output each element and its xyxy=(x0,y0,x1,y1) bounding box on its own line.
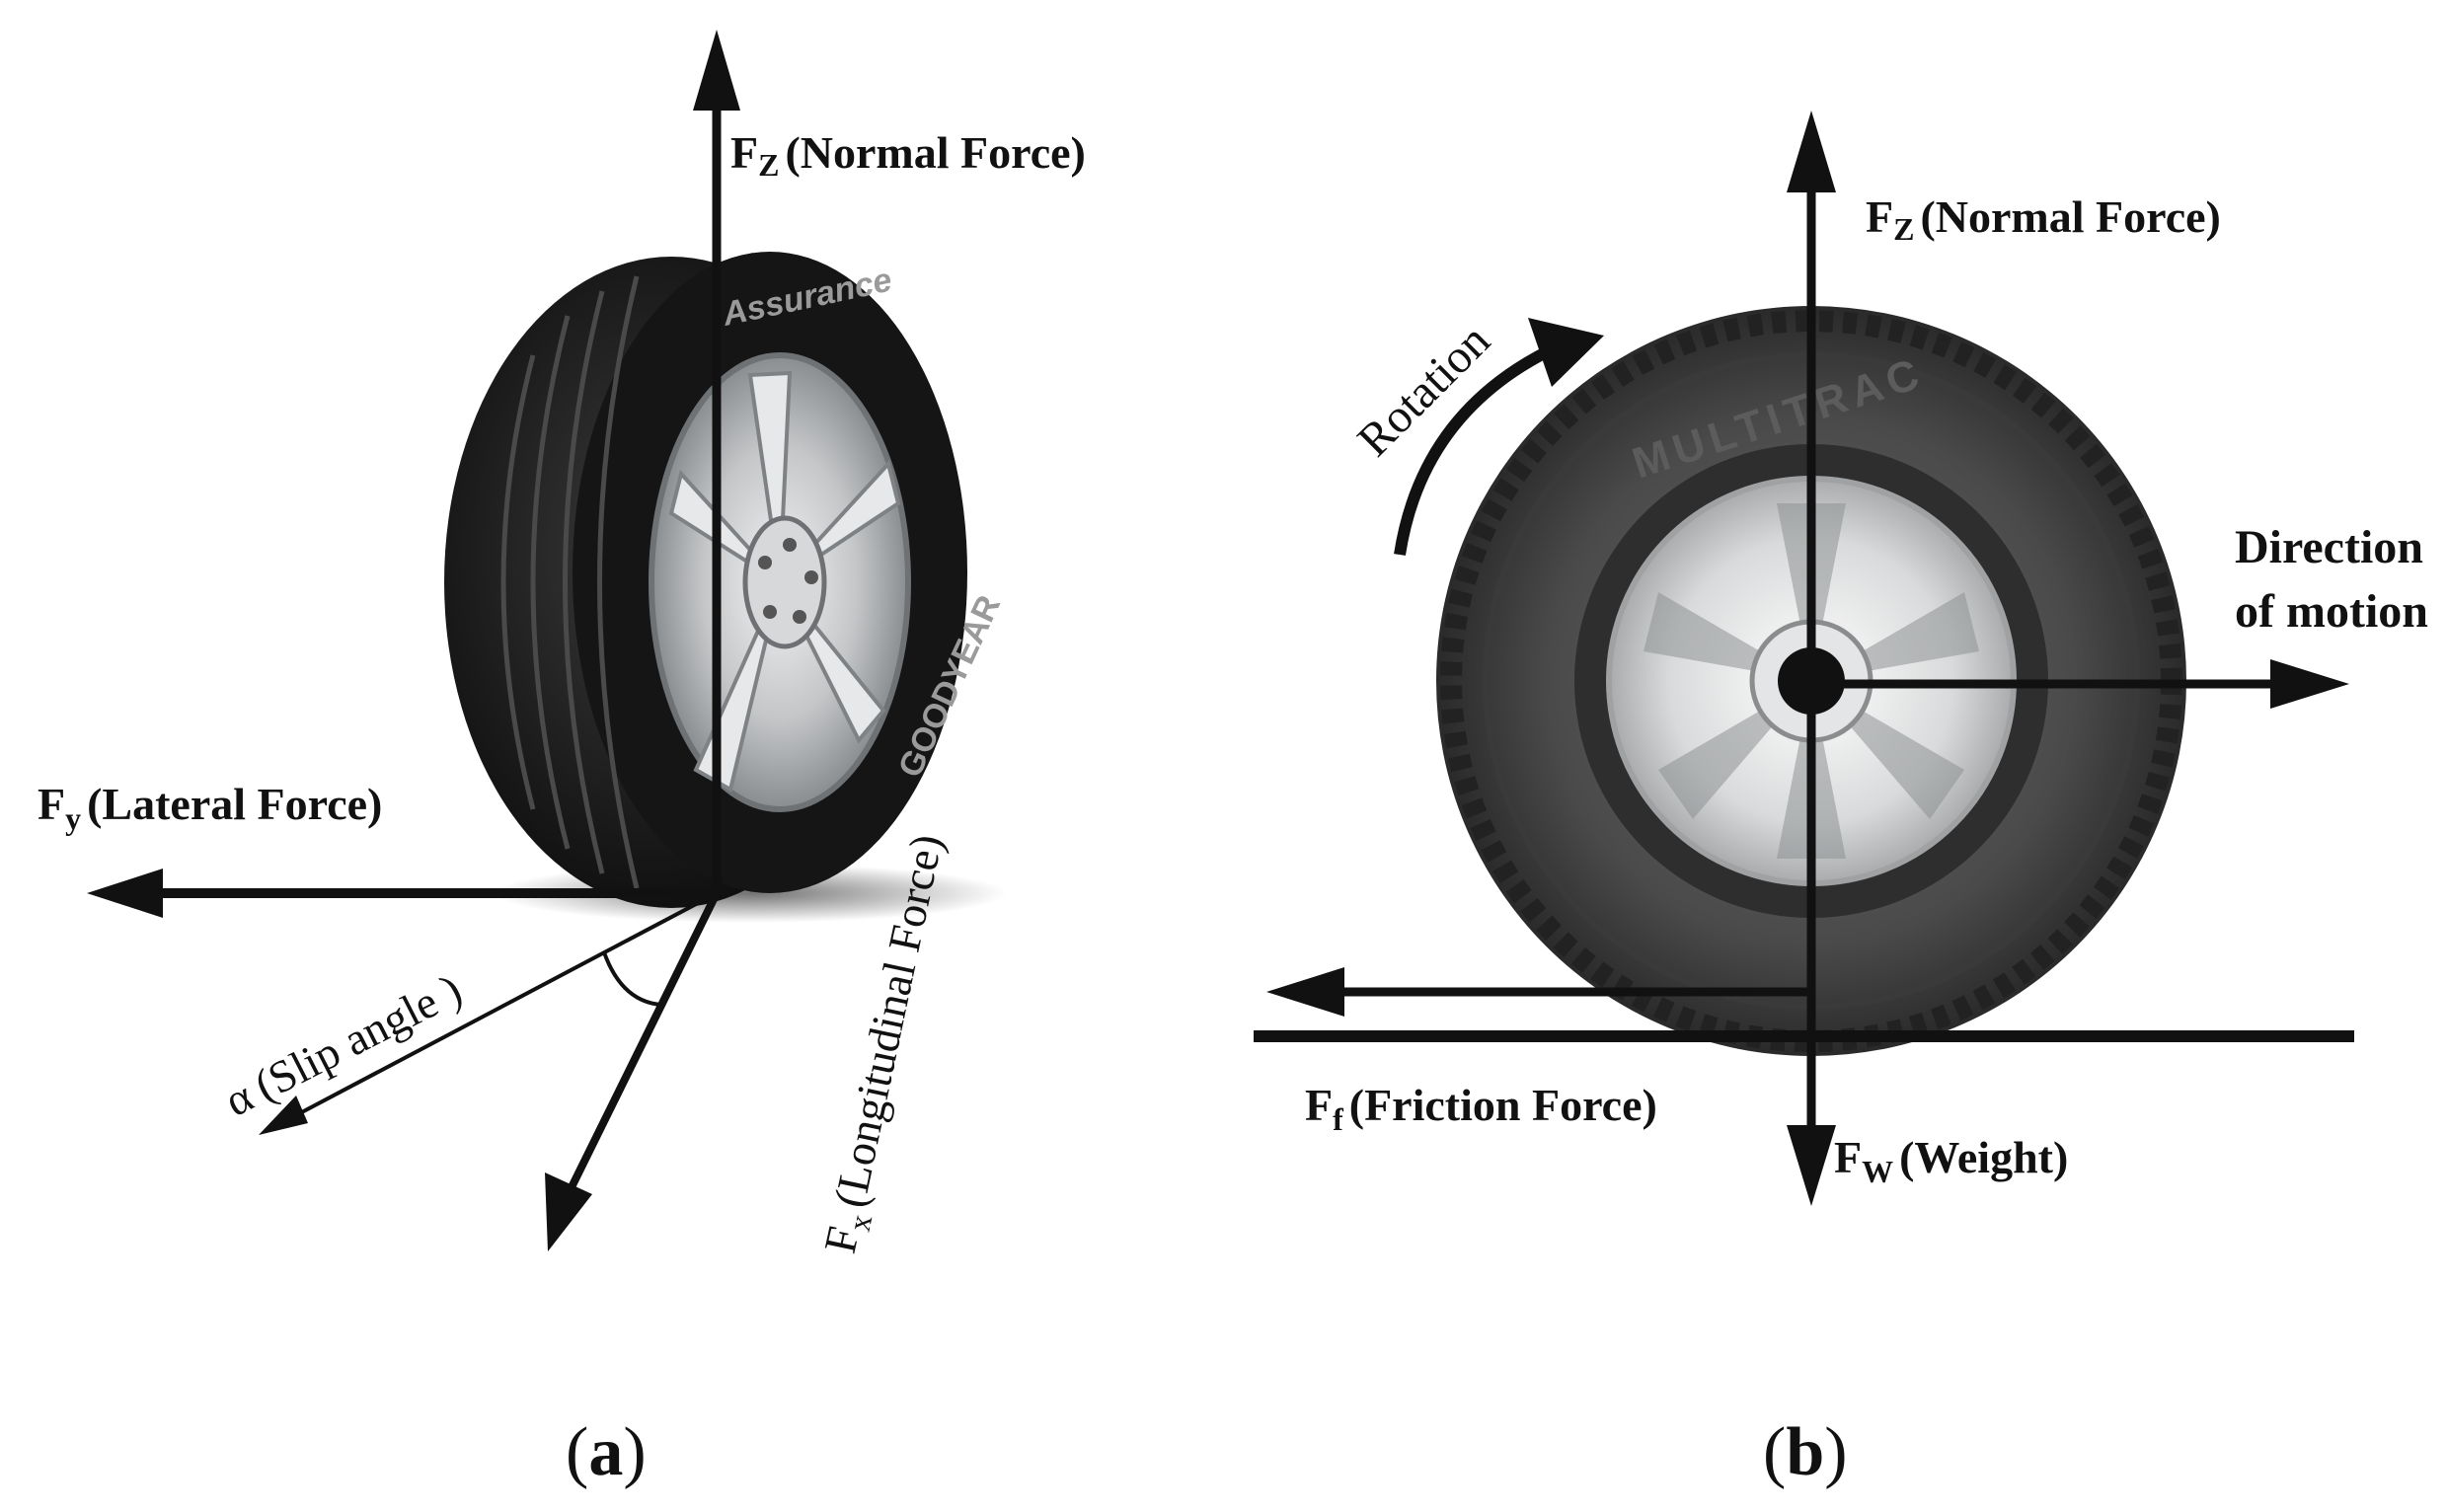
slip-a-arrow-shaft xyxy=(295,891,718,1117)
tire-a-lug-nuts xyxy=(758,538,818,624)
tire-a-illustration: Assurance GOODYEAR xyxy=(444,252,1008,923)
fz-b-label: FZ(Normal Force) xyxy=(1866,191,2221,247)
fz-a-label: FZ(Normal Force) xyxy=(730,127,1086,183)
caption-a: (a) xyxy=(566,1414,647,1490)
ff-b-label: Ff(Friction Force) xyxy=(1305,1080,1657,1137)
axes-a xyxy=(87,30,740,1251)
tire-a-tread-grooves xyxy=(500,275,640,889)
fw-b-label: FW(Weight) xyxy=(1834,1132,2068,1189)
slip-angle-arc xyxy=(602,951,662,1007)
rotation-label: Rotation xyxy=(1347,314,1499,466)
rotation-arc xyxy=(1394,344,1553,556)
fz-a-arrowhead xyxy=(693,30,740,111)
direction-label-line1: Direction xyxy=(2235,521,2423,573)
direction-label-line2: of motion xyxy=(2235,585,2428,638)
fx-a-arrowhead xyxy=(545,1172,592,1251)
panel-b: MULTITRAC FZ(Normal Force) Rotation xyxy=(1254,111,2428,1490)
rotation-arrowhead xyxy=(1528,318,1604,387)
fx-a-arrow-shaft xyxy=(567,891,721,1191)
caption-b: (b) xyxy=(1763,1414,1848,1490)
axes-b xyxy=(1266,111,2349,1206)
panel-a: Assurance GOODYEAR FZ(Normal Force) Fy(L… xyxy=(38,30,1086,1490)
motion-arrowhead xyxy=(2270,659,2349,709)
slip-a-arrowhead xyxy=(259,1096,308,1135)
fy-a-label: Fy(Lateral Force) xyxy=(38,779,382,836)
fy-a-arrowhead xyxy=(87,869,163,918)
fz-b-arrowhead xyxy=(1787,111,1836,192)
ff-b-arrowhead xyxy=(1266,967,1344,1017)
fw-b-arrowhead xyxy=(1787,1125,1836,1206)
